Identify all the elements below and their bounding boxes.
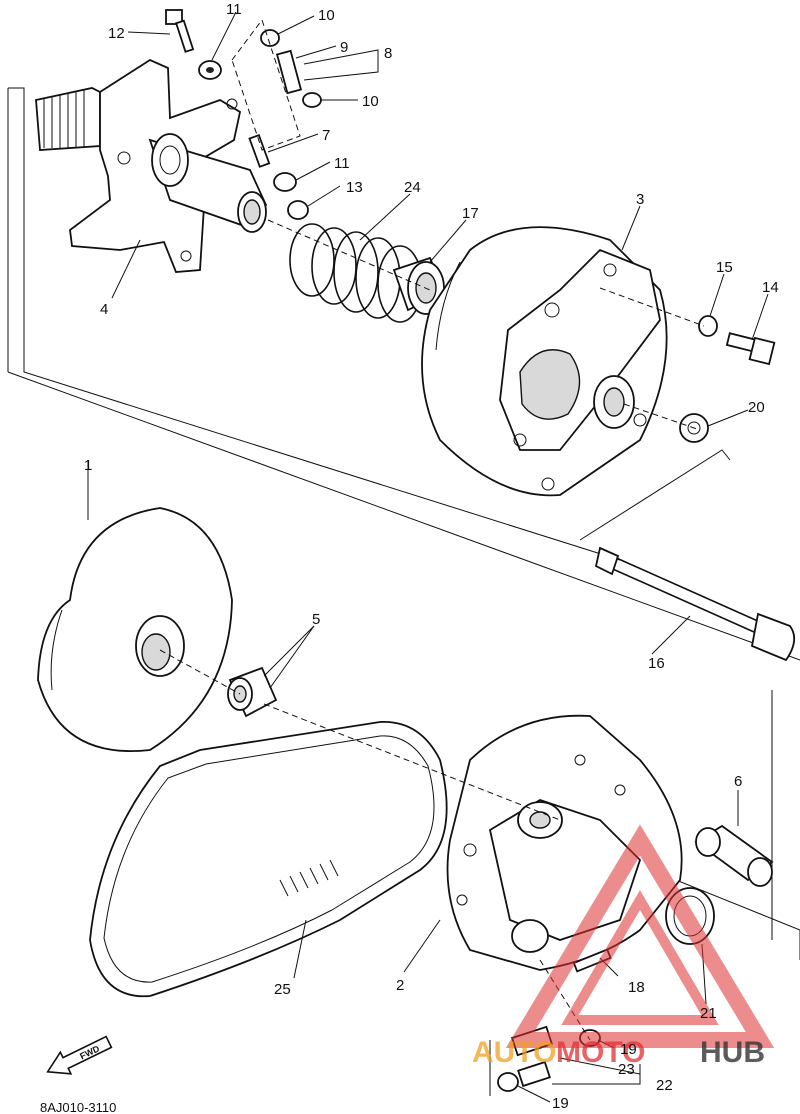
fwd-arrow-icon: [46, 1035, 113, 1075]
v-belt-25: [89, 721, 448, 998]
leader-lines: [111, 11, 769, 1103]
watermark-text-moto: MOTO: [556, 1036, 645, 1069]
callout-15: 15: [716, 259, 733, 276]
nut-13: [287, 200, 309, 220]
watermark-logo: [505, 824, 775, 1048]
callout-10-bottom: 10: [362, 93, 379, 110]
callout-19-bottom: 19: [552, 1095, 569, 1112]
fixed-sheave-1: [37, 507, 233, 752]
callout-7: 7: [322, 127, 330, 144]
callout-11-bottom: 11: [334, 155, 350, 172]
washer-11a-hole: [206, 67, 214, 73]
callout-3: 3: [636, 191, 644, 208]
bushing-5: [227, 666, 278, 718]
callout-11-top: 11: [226, 1, 242, 18]
callout-22: 22: [656, 1077, 673, 1094]
callout-17: 17: [462, 205, 479, 222]
washer-20-hole: [687, 421, 701, 435]
callout-14: 14: [762, 279, 779, 296]
assembly-boundary-upper: [8, 87, 621, 561]
callout-16: 16: [648, 655, 665, 672]
callout-25: 25: [274, 981, 291, 998]
bolt-14: [725, 332, 776, 366]
callout-1: 1: [84, 457, 92, 474]
pin-9: [275, 49, 303, 95]
callout-10-top: 10: [318, 7, 335, 24]
callout-5: 5: [312, 611, 320, 628]
assembly-boundary-diag: [7, 371, 800, 661]
bushing-17: [392, 256, 446, 315]
callout-6: 6: [734, 773, 742, 790]
bracket-dashes: [231, 18, 301, 151]
watermark-text-hub: HUB: [700, 1036, 765, 1069]
callout-21: 21: [700, 1005, 717, 1022]
callout-4: 4: [100, 301, 108, 318]
dashed-axis-lines: [159, 219, 705, 1041]
callout-13: 13: [346, 179, 363, 196]
callout-12: 12: [108, 25, 125, 42]
part-code: 8AJ010-3110: [40, 1100, 116, 1114]
washer-19b: [497, 1072, 519, 1092]
movable-sheave-3: [421, 226, 668, 497]
assembly-boundary-right: [579, 449, 731, 541]
callout-8: 8: [384, 45, 392, 62]
lower-assembly-edge: [675, 879, 800, 960]
callout-20: 20: [748, 399, 765, 416]
washer-15: [698, 315, 718, 337]
callout-9: 9: [340, 39, 348, 56]
spider-hub: [35, 58, 268, 273]
callout-2: 2: [396, 977, 404, 994]
callout-18: 18: [628, 979, 645, 996]
housing-2: [446, 714, 683, 971]
callout-23: 23: [618, 1061, 635, 1078]
collar-10a: [260, 29, 280, 47]
callout-19-right: 19: [620, 1041, 637, 1058]
callout-24: 24: [404, 179, 421, 196]
sleeve-6: [694, 824, 774, 887]
long-bolt-16: [594, 546, 796, 662]
watermark-text-auto: AUTO: [472, 1036, 556, 1069]
bolt-12: [165, 9, 195, 53]
pin-7: [248, 133, 271, 168]
washer-11b: [273, 172, 297, 192]
collar-10b: [302, 92, 322, 108]
